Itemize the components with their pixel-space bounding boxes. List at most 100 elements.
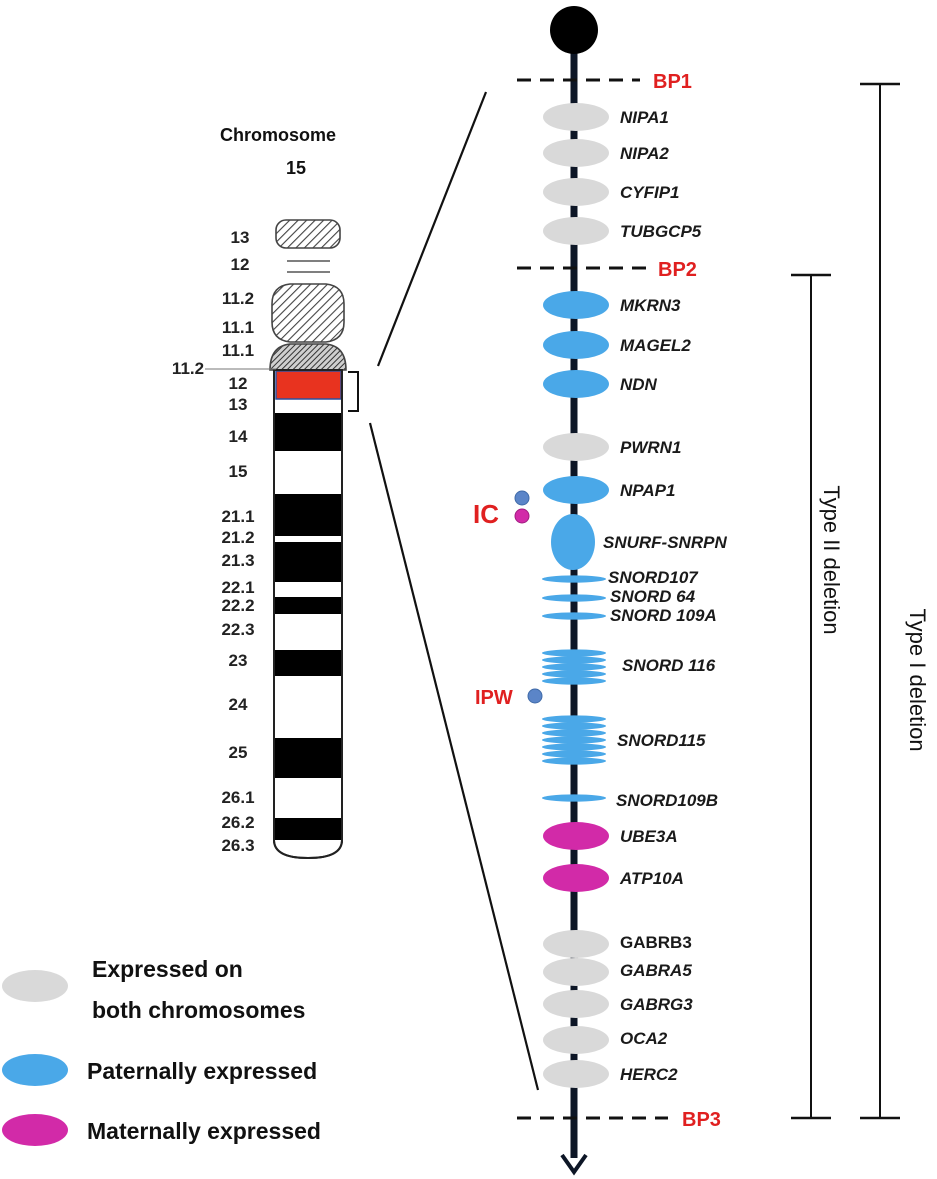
legend-maternal-label: Maternally expressed — [87, 1118, 321, 1144]
legend-paternal-label: Paternally expressed — [87, 1058, 317, 1084]
gene-label: NIPA1 — [620, 108, 669, 127]
gene-ellipse — [543, 433, 609, 461]
gene-ellipse — [543, 1060, 609, 1088]
chromosome-q-arm-outline — [273, 369, 343, 860]
ic-paternal-dot — [514, 490, 530, 506]
gene-label: NPAP1 — [620, 481, 675, 500]
gene-label: OCA2 — [620, 1029, 668, 1048]
breakpoint-label: BP3 — [682, 1109, 721, 1131]
band-label: 22.3 — [221, 620, 254, 639]
gene-ellipse — [543, 958, 609, 986]
band-label: 26.2 — [221, 813, 254, 832]
gene-ellipse — [543, 291, 609, 319]
gene-ellipse — [543, 217, 609, 245]
type2-deletion-label: Type II deletion — [819, 485, 844, 634]
band-labels: 131211.211.111.111.21213141521.121.221.3… — [172, 228, 255, 855]
gene-band — [542, 794, 606, 802]
gene-label: NIPA2 — [620, 144, 669, 163]
band-q12-highlight — [275, 370, 342, 400]
gene-label: SNORD 109A — [610, 606, 717, 625]
gene-ellipse — [543, 178, 609, 206]
gene-label: TUBGCP5 — [620, 222, 702, 241]
legend-both-swatch — [2, 970, 68, 1002]
gene-ellipse — [543, 103, 609, 131]
band-q21-3 — [275, 542, 342, 582]
band-q14 — [275, 413, 342, 451]
gene-labels: NIPA1NIPA2CYFIP1TUBGCP5MKRN3MAGEL2NDNPWR… — [603, 108, 727, 1084]
band-label: 15 — [229, 462, 248, 481]
ipw-label: IPW — [475, 687, 513, 709]
band-label: 21.1 — [221, 507, 254, 526]
gene-shapes — [542, 103, 609, 1088]
axis-arrow-icon — [560, 1153, 588, 1176]
breakpoint-label: BP1 — [653, 71, 692, 93]
gene-ellipse — [543, 139, 609, 167]
gene-ellipse — [543, 864, 609, 892]
band-label: 22.2 — [221, 596, 254, 615]
legend-maternal-swatch — [2, 1114, 68, 1146]
gene-band — [542, 575, 606, 583]
band-q11-1 — [269, 343, 347, 371]
band-label: 12 — [231, 255, 250, 274]
legend-both-line1: Expressed on — [92, 956, 243, 982]
gene-label: UBE3A — [620, 827, 678, 846]
band-label: 23 — [229, 651, 248, 670]
gene-band — [542, 750, 606, 758]
gene-ellipse — [543, 990, 609, 1018]
gene-band — [542, 663, 606, 671]
gene-ellipse — [543, 930, 609, 958]
gene-label: SNORD115 — [617, 731, 706, 750]
band-label: 11.1 — [222, 341, 254, 360]
gene-label: PWRN1 — [620, 438, 681, 457]
zoom-line-top — [376, 91, 488, 367]
band-q23 — [275, 650, 342, 676]
band-q21-1 — [275, 494, 342, 536]
legend-both-line2: both chromosomes — [92, 997, 305, 1023]
legend-paternal-swatch — [2, 1054, 68, 1086]
band-label: 11.2 — [172, 359, 204, 378]
band-p13 — [275, 219, 341, 249]
band-label: 22.1 — [221, 578, 254, 597]
band-q25 — [275, 738, 342, 778]
gene-ellipse — [543, 476, 609, 504]
gene-ellipse — [543, 370, 609, 398]
gene-band — [542, 677, 606, 685]
type1-deletion-label: Type I deletion — [905, 608, 930, 751]
gene-band — [542, 649, 606, 657]
gene-label: SNORD109B — [616, 791, 718, 810]
telomere-cap — [550, 6, 598, 54]
gene-label: SNORD107 — [608, 568, 699, 587]
gene-label: SNORD 64 — [610, 587, 696, 606]
deletion-brackets: Type II deletion Type I deletion — [791, 82, 930, 1120]
band-label: 13 — [231, 228, 250, 247]
band-label: 26.3 — [221, 836, 254, 855]
band-label: 14 — [229, 427, 248, 446]
ic-maternal-dot — [514, 508, 530, 524]
zoom-line-bottom — [368, 422, 540, 1091]
legend: Expressed on both chromosomes Paternally… — [2, 956, 321, 1146]
gene-band — [542, 729, 606, 737]
band-label: 24 — [229, 695, 248, 714]
gene-label: HERC2 — [620, 1065, 678, 1084]
gene-band — [542, 656, 606, 664]
band-p11 — [271, 283, 345, 343]
band-label: 26.1 — [221, 788, 254, 807]
gene-label: MKRN3 — [620, 296, 681, 315]
band-q26-2 — [275, 818, 342, 840]
gene-label: GABRB3 — [620, 933, 692, 952]
band-label: 25 — [229, 743, 248, 762]
gene-ellipse — [543, 822, 609, 850]
gene-ellipse — [543, 1026, 609, 1054]
gene-band — [542, 736, 606, 744]
gene-label: GABRG3 — [620, 995, 693, 1014]
breakpoint-label: BP2 — [658, 259, 697, 281]
ic-label: IC — [473, 499, 499, 529]
gene-ellipse — [551, 514, 595, 570]
band-label: 21.2 — [221, 528, 254, 547]
gene-band — [542, 722, 606, 730]
region-bracket — [348, 371, 359, 412]
